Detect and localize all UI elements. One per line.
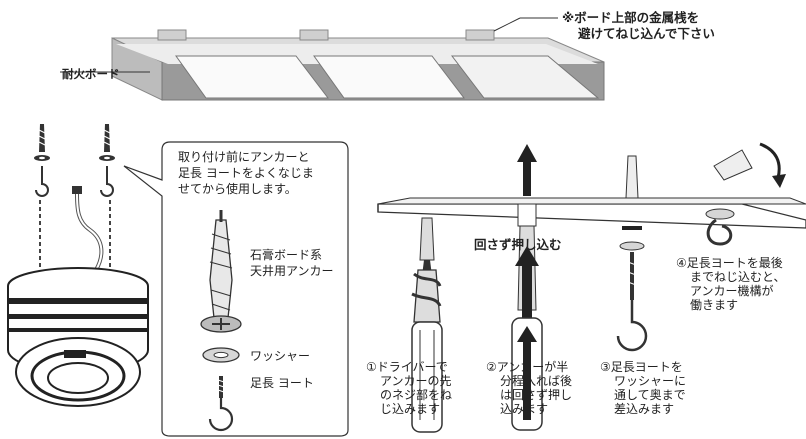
- step2-number: ②: [486, 360, 497, 374]
- step2-push: [511, 144, 543, 431]
- step3-caption: ③足長ヨートを ワッシャーに 通して奥まで 差込みます: [600, 360, 686, 416]
- callout-line3: せてから使用します。: [178, 182, 297, 196]
- anchor-label-line1: 石膏ボード系: [250, 248, 323, 262]
- step4-installed: [705, 142, 786, 246]
- right-screw: [99, 124, 115, 197]
- top-warning-line2: 避けてねじ込んで下さい: [578, 26, 715, 41]
- top-warning-line1: ※ボード上部の金属桟を: [562, 10, 700, 25]
- step3-hook: [616, 155, 648, 352]
- step1-line2: アンカーの先: [380, 374, 452, 388]
- left-screw: [34, 124, 50, 197]
- step2-line2: 分程入れば後: [500, 374, 573, 388]
- fireproof-ceiling-board: [60, 17, 605, 101]
- step4-line1: 足長ヨートを最後: [686, 256, 783, 270]
- callout-line2: 足長 ヨートをよくなじま: [178, 166, 314, 180]
- anchor-label-line2: 天井用アンカー: [250, 264, 334, 278]
- push-instruction: 回さず押し込む: [474, 237, 562, 252]
- step3-number: ③: [600, 360, 611, 374]
- metal-batten: [465, 29, 495, 41]
- ceiling-light-fixture: [7, 267, 149, 407]
- step2-caption: ②アンカーが半 分程入れば後 は回さず押し 込みます: [486, 360, 572, 416]
- washer-label: ワッシャー: [250, 349, 311, 363]
- step1-line3: のネジ部をね: [380, 388, 453, 402]
- step2-line3: は回さず押し: [500, 388, 573, 402]
- hook-label: 足長 ヨート: [250, 376, 314, 390]
- step4-number: ④: [676, 256, 687, 270]
- step3-line4: 差込みます: [614, 402, 675, 416]
- step4-line2: までねじ込むと、: [690, 270, 786, 284]
- callout-bubble: [123, 141, 349, 437]
- board-label: 耐火ボード: [62, 67, 120, 81]
- step1-screwdriver: [411, 217, 443, 433]
- drywall-anchor-icon: [200, 210, 242, 333]
- step2-line1: アンカーが半: [496, 360, 569, 374]
- power-cord: [72, 186, 104, 271]
- step3-line1: 足長ヨートを: [610, 360, 683, 374]
- step2-line4: 込みます: [500, 402, 549, 416]
- ceiling-cross-section: [377, 197, 806, 229]
- step3-line3: 通して奥まで: [614, 388, 686, 402]
- step1-number: ①: [366, 360, 377, 374]
- callout-line1: 取り付け前にアンカーと: [178, 150, 310, 164]
- step4-line4: 働きます: [690, 298, 739, 312]
- metal-batten: [157, 29, 187, 41]
- step1-line4: じ込みます: [380, 402, 441, 416]
- washer-icon: [202, 347, 240, 363]
- step1-line1: ドライバーで: [376, 360, 448, 374]
- hook-screw-icon: [208, 376, 234, 432]
- step4-line3: アンカー機構が: [690, 284, 774, 298]
- metal-batten: [299, 29, 329, 41]
- step1-caption: ①ドライバーで アンカーの先 のネジ部をね じ込みます: [366, 360, 452, 416]
- step4-caption: ④足長ヨートを最後 までねじ込むと、 アンカー機構が 働きます: [676, 256, 786, 312]
- step3-line2: ワッシャーに: [614, 374, 687, 388]
